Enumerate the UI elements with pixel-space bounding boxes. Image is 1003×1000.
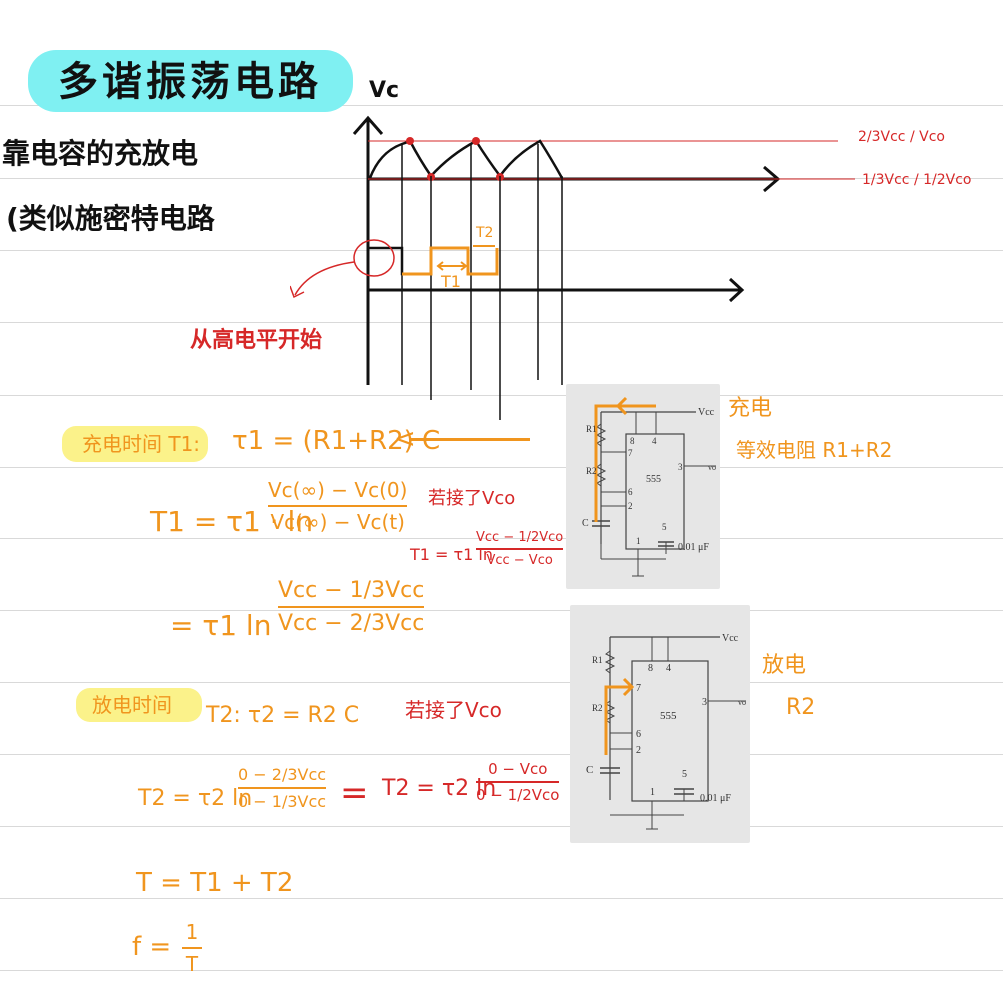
discharge-vco-note: 若接了Vco	[405, 698, 502, 722]
charge-vcc-label: Vcc	[698, 407, 715, 418]
frequency-label: f =	[132, 932, 172, 962]
discharge-circuit-desc: R2	[786, 695, 816, 720]
waveform-graph	[290, 115, 855, 420]
discharge-vo-label: vo	[738, 698, 746, 707]
page-title: 多谐振荡电路	[58, 59, 322, 105]
charge-tau: τ1 = (R1+R2) C	[232, 426, 441, 456]
charge-pin1: 1	[636, 536, 641, 546]
discharge-pin5: 5	[682, 769, 687, 780]
ruled-line	[0, 322, 1003, 323]
period-formula: T = T1 + T2	[136, 868, 294, 898]
t2-label: T2	[476, 225, 494, 241]
charge-pin4: 4	[652, 436, 657, 446]
charge-arrow: <	[394, 424, 416, 454]
charge-c-label: C	[582, 518, 589, 529]
ruled-line	[0, 610, 1003, 611]
charge-vo-label: vo	[708, 463, 716, 472]
upper-level-label: 2/3Vcc / Vco	[858, 129, 945, 145]
ruled-line	[0, 105, 1003, 106]
discharge-c-label: C	[586, 764, 593, 776]
t2-formula-denominator: 0 − 1/3Vcc	[238, 792, 327, 811]
charge-pin8: 8	[630, 436, 635, 446]
t1-result-numerator: Vcc − 1/3Vcc	[278, 578, 425, 603]
t2-vco-fraction: 0 − Vco 0 − 1/2Vco	[476, 760, 560, 804]
charge-r2-label: R2	[586, 466, 597, 476]
discharge-pin3: 3	[702, 697, 707, 708]
t1-vco-prefix: T1 = τ1 ln	[410, 545, 494, 564]
t1-label: T1	[441, 272, 461, 291]
discharge-pin7: 7	[636, 683, 641, 694]
charge-pin5: 5	[662, 522, 667, 532]
charge-cap-value: 0.01 μF	[678, 542, 709, 553]
charge-pin6: 6	[628, 487, 633, 497]
t1-result-fraction: Vcc − 1/3Vcc Vcc − 2/3Vcc	[278, 578, 425, 636]
discharge-pin1: 1	[650, 787, 655, 798]
t2-formula-prefix: T2 = τ2 ln	[138, 786, 253, 811]
charge-circuit-diagram: Vcc R1 R2 C 8 4 7 6 2 3 vo 555 1 5 0.01 …	[566, 384, 720, 589]
t1-vco-denominator: Vcc − Vco	[486, 553, 553, 568]
t1-vco-fraction: Vcc − 1/2Vco Vcc − Vco	[476, 530, 564, 568]
discharge-circuit-label: 放电	[762, 653, 807, 678]
charge-r1-label: R1	[586, 424, 597, 434]
lower-level-label: 1/3Vcc / 1/2Vco	[862, 172, 972, 188]
t1-formula-numerator: Vc(∞) − Vc(0)	[268, 478, 408, 502]
charge-pin2: 2	[628, 501, 633, 511]
t2-equals: =	[340, 773, 369, 813]
t1-result-denominator: Vcc − 2/3Vcc	[278, 611, 425, 636]
charge-heading: 充电时间 T1:	[82, 432, 201, 456]
title-highlight	[28, 50, 353, 112]
ruled-line	[0, 538, 1003, 539]
charge-pin3: 3	[678, 462, 683, 472]
t2-vco-prefix: T2 = τ2 ln	[382, 776, 497, 801]
discharge-tau: T2: τ2 = R2 C	[206, 703, 360, 728]
ruled-line	[0, 826, 1003, 827]
frequency-denominator: T	[185, 952, 199, 976]
ruled-line	[0, 754, 1003, 755]
t2-formula-numerator: 0 − 2/3Vcc	[238, 765, 327, 784]
discharge-vcc-label: Vcc	[722, 633, 739, 644]
y-axis-label: Vc	[369, 78, 400, 103]
t2-vco-numerator: 0 − Vco	[488, 760, 548, 778]
charge-pin7: 7	[628, 448, 633, 458]
t2-formula-fraction: 0 − 2/3Vcc 0 − 1/3Vcc	[238, 765, 327, 811]
discharge-circuit-diagram: Vcc R1 R2 C 8 4 7 6 2 3 vo 555 1 5 0.01 …	[570, 605, 750, 843]
discharge-pin2: 2	[636, 745, 641, 756]
ruled-line	[0, 970, 1003, 971]
t1-formula-prefix: T1 = τ1 · ln	[150, 505, 314, 538]
charge-circuit-label: 充电	[728, 396, 773, 421]
start-high-note: 从高电平开始	[190, 328, 323, 353]
peak-dot	[472, 137, 480, 145]
charge-circuit-desc: 等效电阻 R1+R2	[736, 438, 893, 462]
discharge-r1-label: R1	[592, 655, 603, 665]
charge-vco-note: 若接了Vco	[428, 488, 516, 509]
discharge-cap-value: 0.01 μF	[700, 793, 731, 804]
t2-vco-denominator: 0 − 1/2Vco	[476, 786, 560, 804]
discharge-heading: 放电时间	[92, 693, 172, 717]
t1-result-prefix: = τ1 ln	[170, 609, 272, 642]
t1-formula-fraction: Vc(∞) − Vc(0) Vc(∞) − Vc(t)	[268, 478, 408, 534]
t1-formula-denominator: Vc(∞) − Vc(t)	[270, 510, 405, 534]
discharge-pin6: 6	[636, 729, 641, 740]
note-line-1: 靠电容的充放电	[2, 137, 199, 170]
note-line-2: (类似施密特电路	[6, 202, 215, 235]
ruled-line	[0, 395, 1003, 396]
peak-dot	[406, 137, 414, 145]
discharge-chip-label: 555	[660, 710, 677, 722]
t1-vco-numerator: Vcc − 1/2Vco	[476, 530, 564, 545]
ruled-line	[0, 250, 1003, 251]
ruled-line	[0, 682, 1003, 683]
discharge-r2-label: R2	[592, 703, 603, 713]
discharge-pin4: 4	[666, 663, 671, 674]
frequency-numerator: 1	[185, 920, 199, 944]
charge-chip-label: 555	[646, 474, 661, 485]
ruled-line	[0, 467, 1003, 468]
ruled-line	[0, 898, 1003, 899]
charge-arrow-line	[410, 438, 530, 441]
discharge-heading-highlight	[76, 688, 202, 722]
discharge-pin8: 8	[648, 663, 653, 674]
charge-heading-highlight	[62, 426, 208, 462]
frequency-fraction: 1 T	[182, 920, 202, 976]
